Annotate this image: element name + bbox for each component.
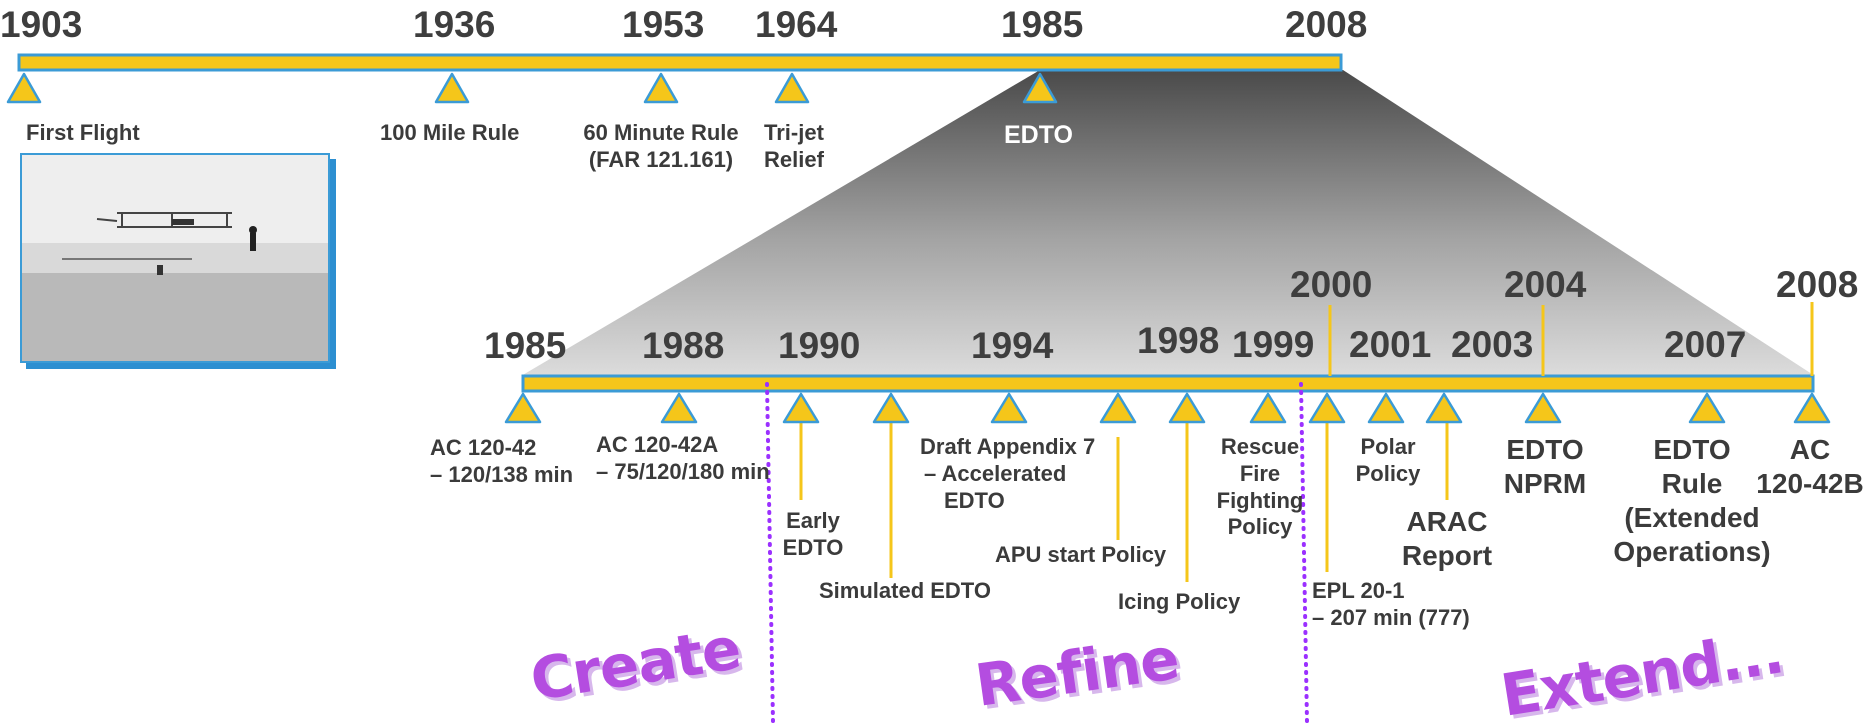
label-first-flight: First Flight bbox=[26, 120, 140, 145]
first-flight-photo bbox=[20, 153, 330, 363]
marker-1985 bbox=[1022, 72, 1058, 104]
detail-year-1988: 1988 bbox=[642, 325, 725, 366]
marker-d1991 bbox=[872, 392, 910, 424]
overview-year-1953: 1953 bbox=[622, 4, 705, 45]
phase-dividers bbox=[765, 382, 1309, 724]
marker-1964 bbox=[774, 72, 810, 104]
label-simulated-edto: Simulated EDTO bbox=[819, 578, 991, 603]
label-epl-20-1: EPL 20-1 – 207 min (777) bbox=[1312, 578, 1470, 630]
label-100-mile-rule: 100 Mile Rule bbox=[380, 120, 520, 145]
detail-year-2003: 2003 bbox=[1451, 324, 1534, 365]
detail-year-2008: 2008 bbox=[1776, 264, 1859, 305]
marker-1936 bbox=[434, 72, 470, 104]
label-draft-appendix-7: Draft Appendix 7 – Accelerated EDTO bbox=[920, 434, 1096, 513]
marker-1953 bbox=[643, 72, 679, 104]
detail-year-2000: 2000 bbox=[1290, 264, 1373, 305]
overview-year-1985: 1985 bbox=[1001, 4, 1084, 45]
marker-d2007 bbox=[1688, 392, 1726, 424]
marker-d1997 bbox=[1099, 392, 1137, 424]
label-early-edto: Early EDTO bbox=[782, 508, 844, 560]
overview-year-1936: 1936 bbox=[413, 4, 496, 45]
detail-year-2001: 2001 bbox=[1349, 324, 1432, 365]
zoom-projection bbox=[521, 70, 1815, 376]
marker-d2008 bbox=[1793, 392, 1831, 424]
overview-year-2008: 2008 bbox=[1285, 4, 1368, 45]
detail-year-1994: 1994 bbox=[971, 325, 1054, 366]
marker-d1985 bbox=[504, 392, 542, 424]
label-edto-rule: EDTO Rule (Extended Operations) bbox=[1613, 434, 1771, 568]
overview-year-1964: 1964 bbox=[755, 4, 838, 45]
marker-d2003 bbox=[1425, 392, 1463, 424]
label-ac-120-42b: AC 120-42B bbox=[1756, 434, 1864, 500]
overview-timeline-bar bbox=[17, 53, 1343, 72]
marker-d1990 bbox=[782, 392, 820, 424]
overview-year-1903: 1903 bbox=[0, 4, 83, 45]
label-tri-jet-relief: Tri-jet Relief bbox=[764, 120, 824, 172]
marker-d2004 bbox=[1524, 392, 1562, 424]
marker-d1994 bbox=[990, 392, 1028, 424]
overview-markers bbox=[6, 72, 1058, 104]
detail-year-1998: 1998 bbox=[1137, 320, 1220, 361]
label-ac-120-42: AC 120-42 – 120/138 min bbox=[430, 435, 574, 487]
marker-d2001 bbox=[1367, 392, 1405, 424]
detail-year-1999: 1999 bbox=[1232, 324, 1315, 365]
label-arac-report: ARAC Report bbox=[1401, 506, 1493, 572]
detail-year-1985: 1985 bbox=[484, 325, 567, 366]
label-icing-policy: Icing Policy bbox=[1118, 589, 1241, 614]
divider-refine-extend bbox=[1299, 382, 1309, 724]
divider-create-refine bbox=[765, 382, 775, 724]
detail-markers bbox=[504, 392, 1831, 424]
label-apu-start-policy: APU start Policy bbox=[995, 542, 1167, 567]
connector-lines bbox=[799, 302, 1814, 582]
marker-d1999 bbox=[1249, 392, 1287, 424]
label-60-minute-rule: 60 Minute Rule (FAR 121.161) bbox=[583, 120, 739, 172]
detail-year-2004: 2004 bbox=[1504, 264, 1587, 305]
marker-d2000 bbox=[1308, 392, 1346, 424]
label-polar-policy: Polar Policy bbox=[1355, 434, 1421, 486]
label-edto-zoom: EDTO bbox=[1004, 121, 1073, 149]
detail-timeline-bar bbox=[521, 374, 1815, 393]
wright-flyer-illustration bbox=[22, 155, 328, 361]
label-rescue-fire-fighting-policy: Rescue Fire Fighting Policy bbox=[1216, 434, 1304, 540]
detail-year-1990: 1990 bbox=[778, 325, 861, 366]
marker-d1988 bbox=[660, 392, 698, 424]
marker-1903 bbox=[6, 72, 42, 104]
label-ac-120-42a: AC 120-42A – 75/120/180 min bbox=[596, 432, 770, 484]
marker-d1998 bbox=[1168, 392, 1206, 424]
label-edto-nprm: EDTO NPRM bbox=[1503, 434, 1587, 500]
detail-year-2007: 2007 bbox=[1664, 324, 1747, 365]
